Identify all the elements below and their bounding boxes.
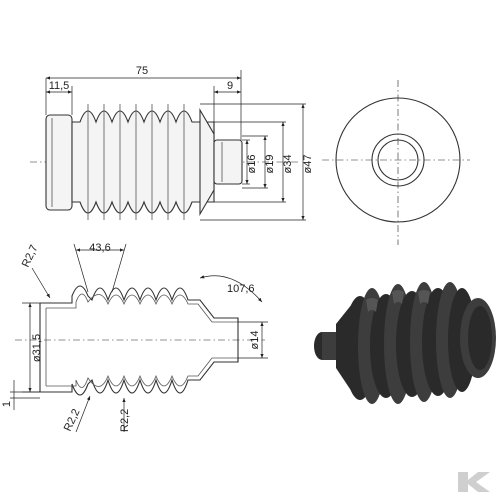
section-view: R2,7 43,6 107,6 ø31,5 1 ø14 R2,2 R2,2 bbox=[1, 242, 268, 433]
dim-d16: ø16 bbox=[246, 155, 258, 174]
end-view-mid-circle bbox=[371, 133, 425, 187]
end-view-outer-circle bbox=[335, 97, 461, 223]
dim-d19: ø19 bbox=[264, 155, 276, 174]
dim-radius-bottom-a: R2,2 bbox=[62, 407, 83, 433]
end-view bbox=[322, 80, 470, 245]
brand-logo: K bbox=[452, 468, 496, 494]
dim-nozzle-length: 9 bbox=[227, 80, 233, 92]
dim-radius-bottom-b: R2,2 bbox=[119, 409, 131, 432]
section-lower-wall bbox=[40, 358, 239, 396]
section-upper-wall bbox=[40, 285, 239, 322]
end-view-inner-circle bbox=[377, 139, 419, 181]
top-flange bbox=[45, 114, 73, 211]
top-side-view: 75 11,5 9 ø16 ø19 ø34 ø47 bbox=[30, 65, 314, 221]
dim-pitch: 43,6 bbox=[89, 242, 110, 254]
dim-thickness: 1 bbox=[1, 401, 13, 407]
dim-radius-top: R2,7 bbox=[20, 243, 41, 269]
top-nozzle bbox=[213, 139, 243, 185]
dim-d47: ø47 bbox=[302, 155, 314, 174]
dim-d14: ø14 bbox=[249, 331, 261, 350]
dim-flange-length: 11,5 bbox=[49, 80, 70, 92]
dim-overall-length: 75 bbox=[136, 65, 148, 77]
dim-angle: 107,6 bbox=[227, 283, 255, 295]
dim-d34: ø34 bbox=[282, 155, 294, 174]
top-bellows-body bbox=[71, 110, 215, 214]
product-photo bbox=[314, 282, 496, 404]
dim-d31-5: ø31,5 bbox=[31, 334, 43, 362]
